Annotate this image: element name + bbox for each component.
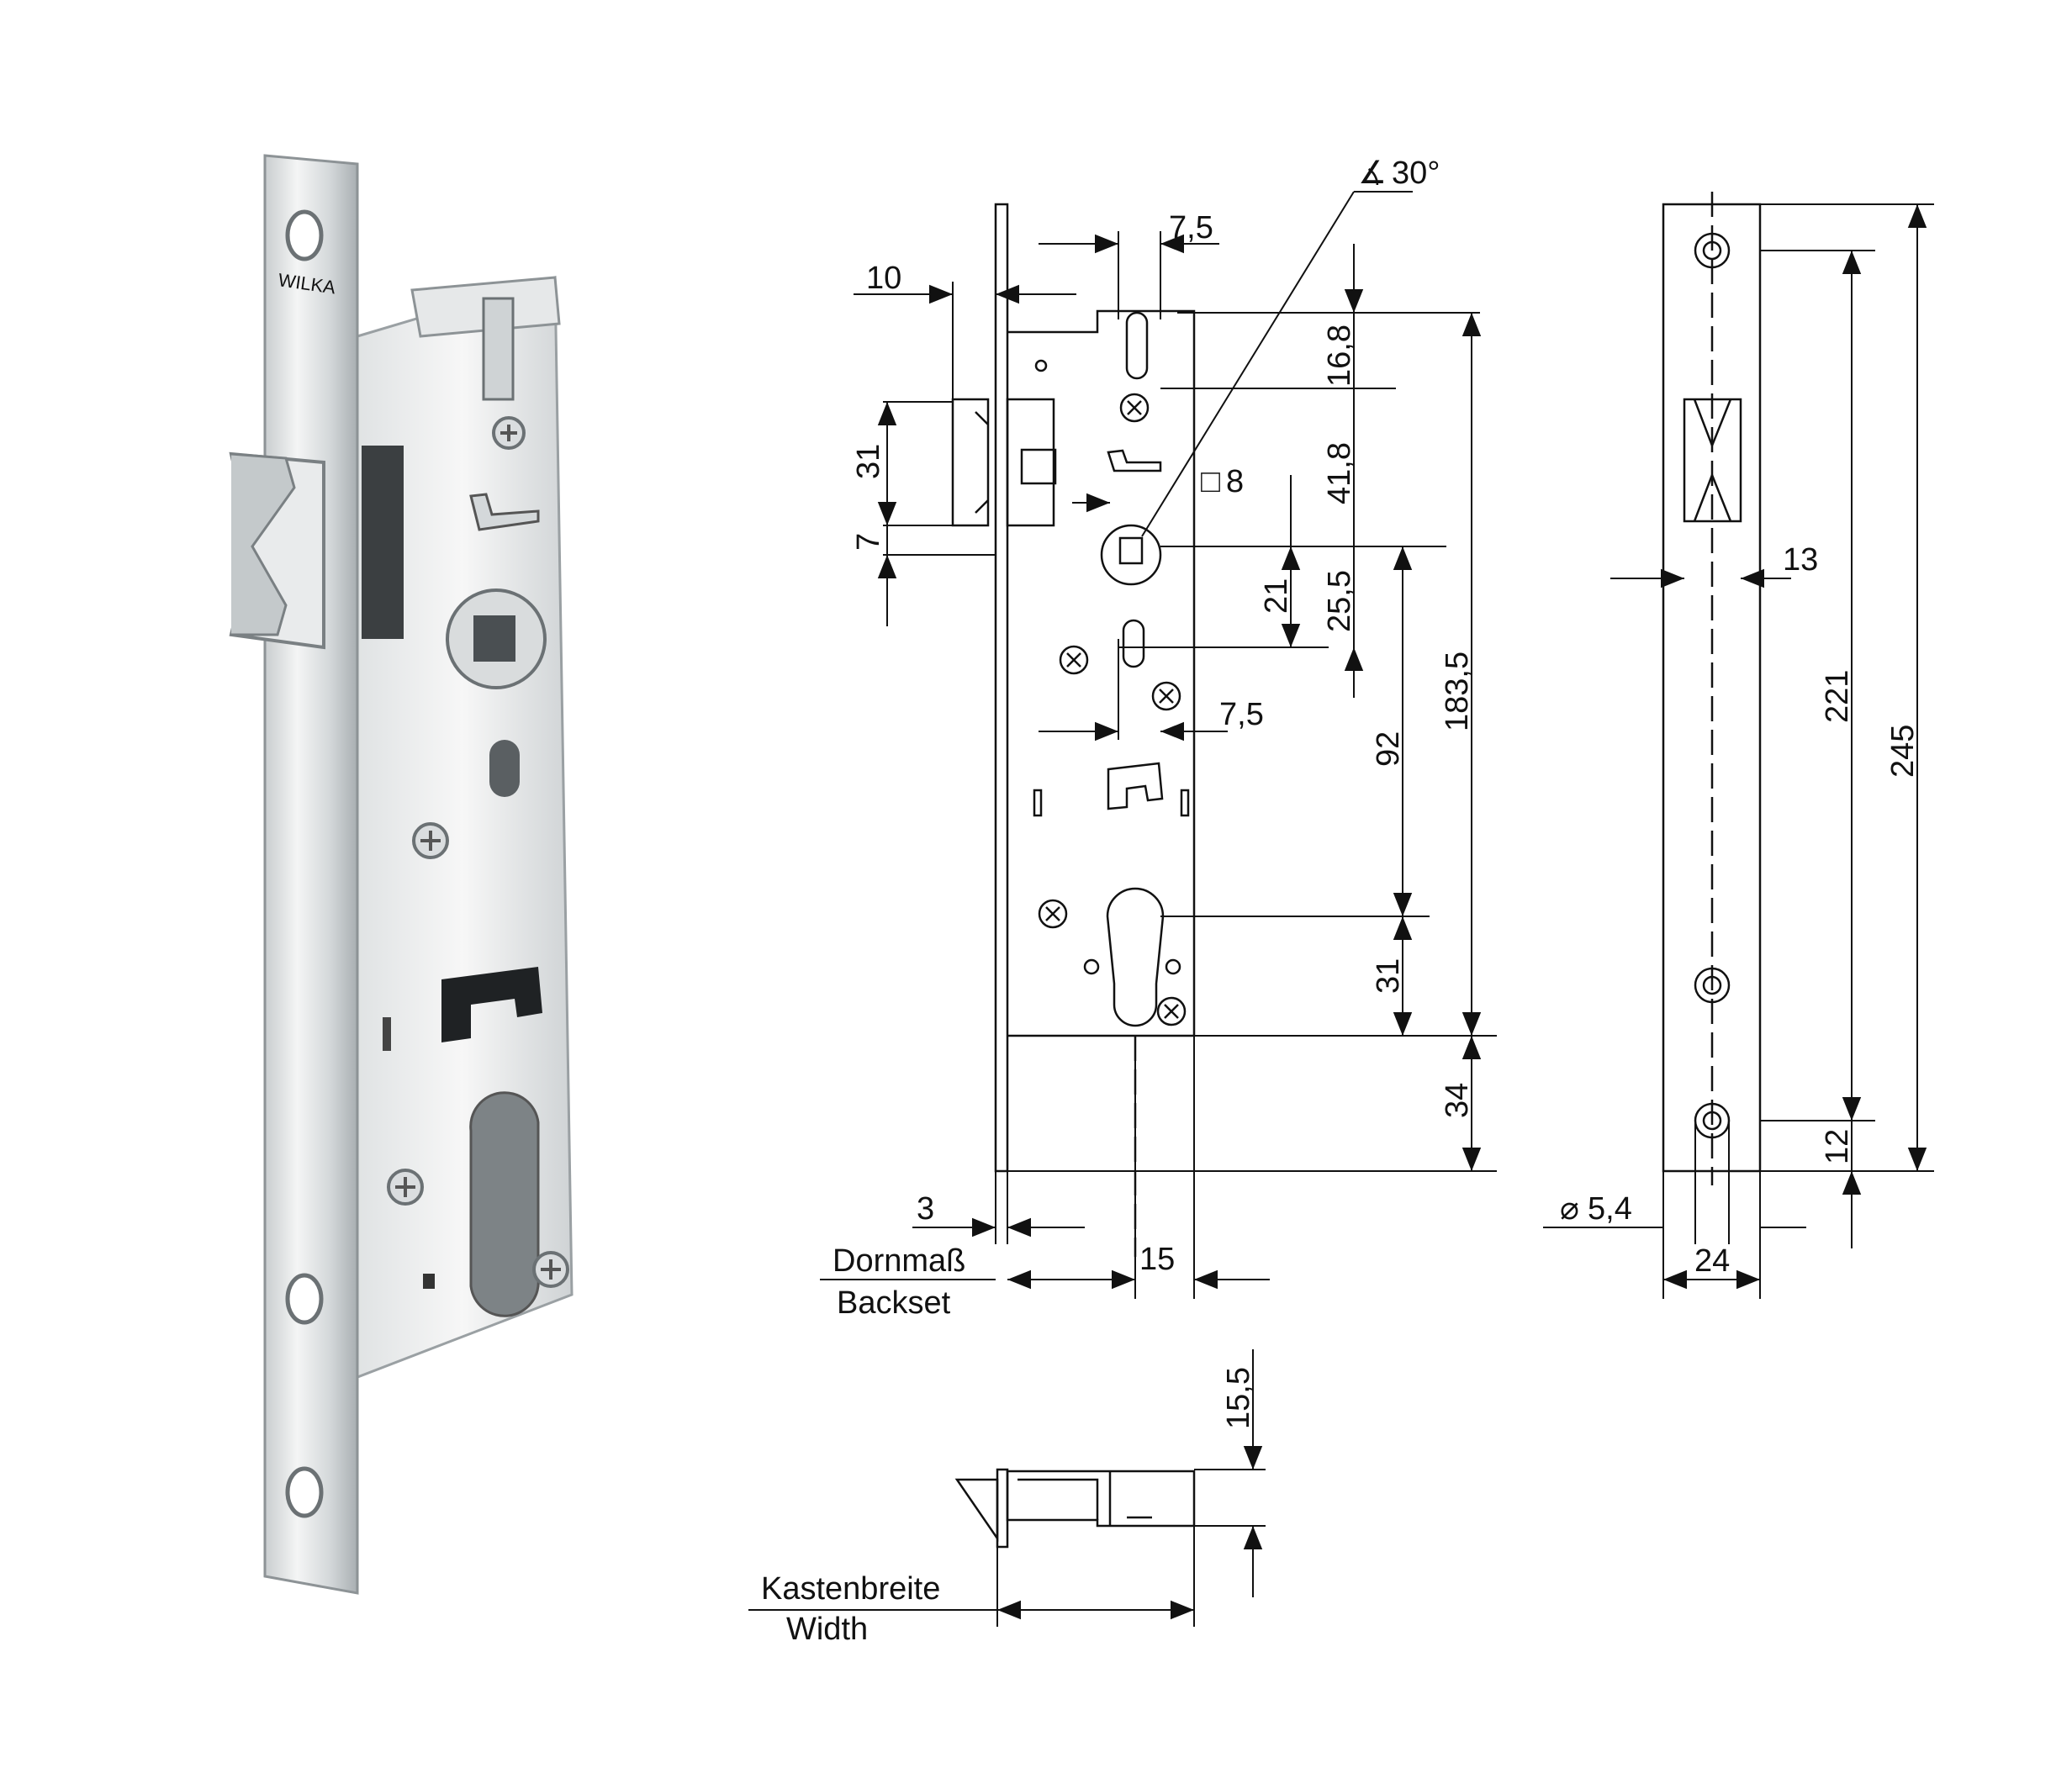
dim-15: 15 bbox=[1139, 1242, 1175, 1277]
front-latch-bolt bbox=[951, 398, 990, 527]
forend-hole-middle bbox=[285, 1273, 324, 1325]
lock-product-photo: WILKA bbox=[229, 154, 574, 1595]
side-screw-holes bbox=[1694, 232, 1731, 1139]
dim-12: 12 bbox=[1820, 1129, 1855, 1164]
forend-hole-top bbox=[285, 209, 324, 261]
diameter-symbol: ⌀ bbox=[1560, 1191, 1579, 1227]
front-follower-square bbox=[1118, 536, 1144, 565]
dim-34: 34 bbox=[1440, 1083, 1475, 1118]
dim-square-8: 8 bbox=[1226, 464, 1244, 499]
case-screw-lower-left-cross bbox=[395, 1177, 415, 1197]
dim-7-5-mid: 7,5 bbox=[1219, 697, 1264, 732]
front-cyl-screw-right bbox=[1165, 958, 1181, 975]
cylinder-cutout bbox=[469, 1091, 540, 1317]
width-label-en: Width bbox=[786, 1612, 868, 1647]
backset-label-de: Dornmaß bbox=[832, 1243, 965, 1279]
dim-3: 3 bbox=[917, 1191, 934, 1227]
front-small-hole bbox=[1034, 359, 1048, 372]
case-screw-top-cross bbox=[500, 425, 517, 441]
front-latch-stem bbox=[1020, 448, 1057, 485]
bottom-latch-bolt bbox=[954, 1478, 999, 1543]
dim-183-5: 183,5 bbox=[1440, 652, 1475, 731]
bottom-dimension-lines bbox=[748, 1349, 1266, 1627]
follower-square bbox=[473, 615, 515, 662]
case-small-square bbox=[423, 1274, 435, 1289]
case-small-lever bbox=[469, 493, 540, 531]
square-symbol: □ bbox=[1201, 464, 1220, 499]
latch-window bbox=[362, 446, 404, 639]
case-hook-slot bbox=[441, 967, 542, 1042]
spring-coil bbox=[482, 297, 515, 401]
side-view-drawing bbox=[1662, 192, 1762, 1185]
front-screws bbox=[1038, 393, 1187, 1026]
dim-hole-5-4: 5,4 bbox=[1588, 1191, 1632, 1227]
bottom-forend bbox=[996, 1468, 1009, 1549]
dim-24: 24 bbox=[1694, 1243, 1730, 1279]
front-dimension-text: 7,5 10 ∡ 30° 16,8 41,8 31 □ 8 7 21 25,5 … bbox=[832, 156, 1475, 1321]
front-small-rect-left bbox=[1033, 789, 1043, 817]
dim-angle-30: 30° bbox=[1392, 156, 1440, 191]
front-oval-slot bbox=[1122, 619, 1145, 668]
dim-21: 21 bbox=[1259, 578, 1294, 614]
dim-13: 13 bbox=[1783, 542, 1818, 578]
side-dimension-lines bbox=[1543, 203, 1934, 1299]
lock-forend bbox=[263, 154, 359, 1595]
width-label-de: Kastenbreite bbox=[761, 1571, 940, 1607]
bottom-view-drawing bbox=[954, 1468, 1196, 1549]
dim-41-8: 41,8 bbox=[1322, 442, 1357, 504]
front-latch-tail bbox=[1006, 398, 1055, 527]
case-screw-middle-cross bbox=[420, 831, 441, 851]
dim-10: 10 bbox=[866, 261, 901, 296]
dim-7: 7 bbox=[851, 533, 886, 551]
front-small-rect-right bbox=[1180, 789, 1190, 817]
angle-symbol: ∡ bbox=[1358, 156, 1387, 191]
side-latch-opening bbox=[1683, 398, 1742, 523]
forend-hole-bottom bbox=[285, 1466, 324, 1518]
case-screw-lower-right-cross bbox=[541, 1259, 561, 1280]
front-cyl-screw-left bbox=[1083, 958, 1100, 975]
front-dimension-lines bbox=[820, 191, 1497, 1299]
front-follower bbox=[1100, 524, 1162, 586]
front-hook-slot bbox=[1107, 762, 1164, 810]
dim-7-5-top: 7,5 bbox=[1169, 210, 1213, 245]
backset-label-en: Backset bbox=[837, 1285, 951, 1321]
front-top-slot bbox=[1125, 311, 1149, 380]
bottom-case-inner bbox=[1018, 1471, 1152, 1526]
front-lock-case bbox=[1007, 309, 1196, 1037]
case-oval-slot bbox=[489, 740, 520, 797]
dim-92: 92 bbox=[1371, 731, 1406, 767]
dim-25-5: 25,5 bbox=[1322, 570, 1357, 632]
dim-221: 221 bbox=[1820, 670, 1855, 723]
front-forend-plate bbox=[994, 203, 1009, 1173]
bottom-case bbox=[1006, 1470, 1196, 1528]
dim-15-5: 15,5 bbox=[1221, 1367, 1256, 1429]
side-dimension-text: 13 221 245 12 ⌀ 5,4 24 bbox=[1560, 542, 1921, 1279]
dim-31-cylinder: 31 bbox=[1371, 958, 1406, 994]
bottom-dimension-text: 15,5 Kastenbreite Width bbox=[761, 1367, 1256, 1647]
front-cylinder-profile bbox=[1106, 887, 1165, 1027]
dim-31-latch: 31 bbox=[851, 444, 886, 479]
front-small-lever bbox=[1107, 449, 1162, 472]
dim-16-8: 16,8 bbox=[1322, 325, 1357, 387]
case-small-slot bbox=[383, 1017, 391, 1051]
latch-bolt-bevel bbox=[230, 452, 296, 636]
dim-245: 245 bbox=[1885, 725, 1921, 778]
